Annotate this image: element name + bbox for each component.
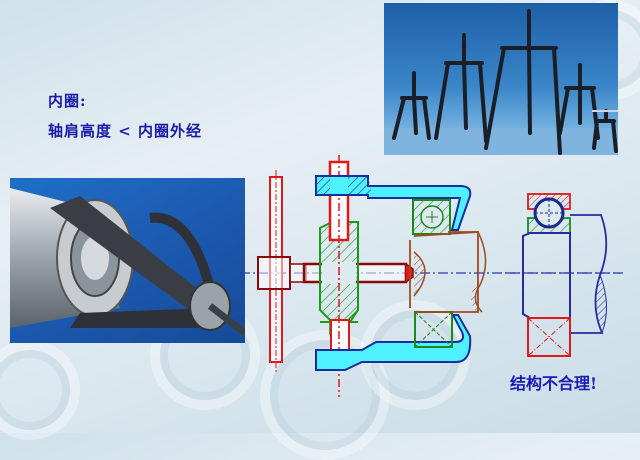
lower-puller-arm bbox=[315, 314, 472, 371]
puller-in-use-illustration bbox=[10, 188, 245, 336]
shaft bbox=[409, 231, 487, 313]
puller-cross-section-diagram bbox=[240, 155, 625, 397]
bearing-upper bbox=[412, 199, 451, 235]
pullers-illustration bbox=[384, 9, 618, 155]
heading-condition: 轴肩高度 < 内圈外经 bbox=[48, 122, 203, 140]
verdict-label: 结构不合理! bbox=[510, 374, 598, 393]
pullers-photo bbox=[384, 3, 618, 155]
upper-puller-arm bbox=[315, 175, 472, 231]
heading-inner-ring: 内圈: bbox=[48, 92, 87, 110]
reference-bearing-drawing bbox=[505, 193, 625, 357]
puller-in-use-photo bbox=[10, 178, 245, 343]
